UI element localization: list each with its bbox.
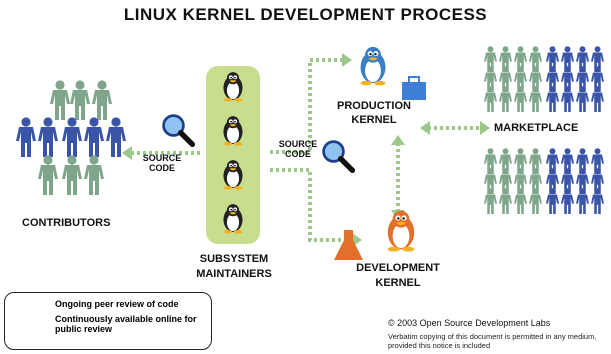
person-icon — [529, 188, 542, 214]
person-icon — [561, 188, 574, 214]
permission-text: Verbatim copying of this document is per… — [388, 332, 597, 350]
development-kernel-label: DEVELOPMENT KERNEL — [356, 262, 440, 290]
maintainers-label: SUBSYSTEM MAINTAINERS — [196, 253, 272, 281]
person-icon — [92, 80, 112, 120]
person-icon — [84, 117, 104, 157]
arrow-maintainers-to-production — [270, 58, 342, 154]
person-icon — [561, 86, 574, 112]
person-icon — [484, 86, 497, 112]
connector-arrows — [128, 58, 482, 242]
magnifier-icon — [324, 142, 353, 171]
person-icon — [16, 117, 36, 157]
legend-item-1: Ongoing peer review of code — [55, 299, 179, 309]
legend: Ongoing peer review of code Continuously… — [4, 292, 212, 350]
source-code-right-label: SOURCE CODE — [278, 139, 318, 159]
person-icon — [84, 155, 104, 195]
person-icon — [514, 188, 527, 214]
legend-item-2: Continuously available online for public… — [55, 314, 197, 335]
page-title: LINUX KERNEL DEVELOPMENT PROCESS — [123, 5, 488, 24]
person-icon — [499, 188, 512, 214]
person-icon — [546, 86, 559, 112]
maintainers-panel — [206, 66, 260, 244]
person-icon — [62, 155, 82, 195]
person-icon — [576, 188, 589, 214]
person-icon — [499, 86, 512, 112]
person-icon — [38, 155, 58, 195]
person-icon — [546, 188, 559, 214]
penguin-icon — [360, 46, 386, 86]
person-icon — [484, 188, 497, 214]
briefcase-icon — [402, 76, 426, 100]
person-icon — [70, 80, 90, 120]
flask-icon — [334, 230, 363, 260]
penguin-icon — [387, 210, 415, 252]
person-icon — [514, 86, 527, 112]
magnifier-icon — [164, 116, 193, 145]
person-icon — [62, 117, 82, 157]
person-icon — [38, 117, 58, 157]
contributors-crowd — [16, 80, 126, 195]
contributors-label: CONTRIBUTORS — [22, 217, 111, 229]
arrow-maintainers-to-development — [270, 168, 352, 242]
person-icon — [591, 86, 604, 112]
person-icon — [529, 86, 542, 112]
person-icon — [576, 86, 589, 112]
source-code-left-label: SOURCE CODE — [142, 153, 182, 173]
person-icon — [591, 188, 604, 214]
person-icon — [106, 117, 126, 157]
person-icon — [50, 80, 70, 120]
marketplace-label: MARKETPLACE — [494, 122, 579, 134]
copyright-text: © 2003 Open Source Development Labs — [388, 318, 551, 328]
production-kernel-label: PRODUCTION KERNEL — [337, 100, 411, 127]
